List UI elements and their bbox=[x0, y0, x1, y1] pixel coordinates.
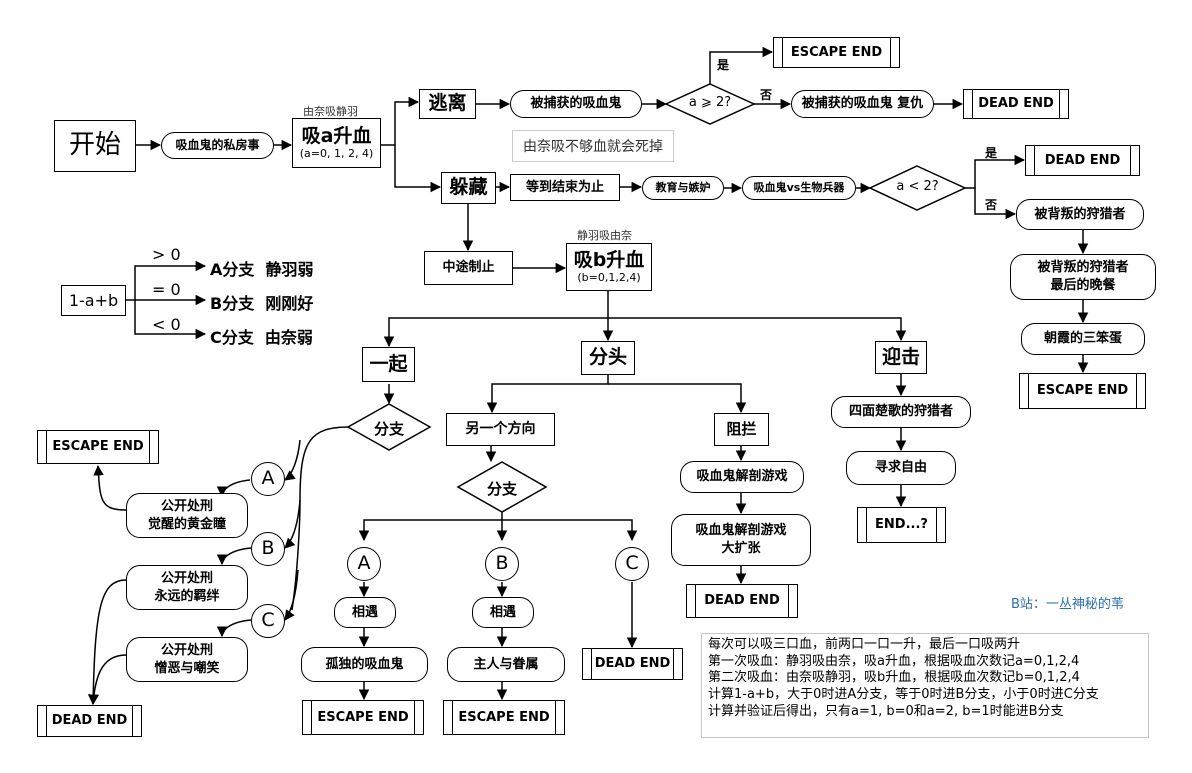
rules-note: 每次可以吸三口血，前两口一口一升，最后一口吸两升 第一次吸血：静羽吸由奈，吸a升… bbox=[701, 633, 1149, 738]
b-up-values: (b=0,1,2,4) bbox=[577, 270, 641, 284]
master-servant-node: 主人与眷属 bbox=[447, 647, 565, 682]
circle-c-left: C bbox=[251, 604, 285, 638]
legend-branch-b: B分支 刚刚好 bbox=[210, 294, 314, 313]
yes-label-1: 是 bbox=[717, 58, 730, 72]
besieged-hunter-node: 四面楚歌的狩猎者 bbox=[831, 396, 971, 428]
halt-node: 中途制止 bbox=[424, 251, 513, 285]
no-label-2: 否 bbox=[985, 198, 998, 212]
credit-label: B站：一丛神秘的苇 bbox=[1011, 597, 1124, 612]
execution-bond-node: 公开处刑 永远的羁绊 bbox=[126, 565, 248, 610]
formula-box: 1-a+b bbox=[61, 285, 126, 316]
branch-middle-label: 分支 bbox=[486, 480, 517, 498]
escape-node: 逃离 bbox=[419, 89, 476, 119]
legend-branch-a: A分支 静羽弱 bbox=[210, 260, 314, 279]
legend-branch-c: C分支 由奈弱 bbox=[210, 328, 313, 347]
block-node: 阻拦 bbox=[714, 413, 769, 446]
meet-a-node: 相遇 bbox=[334, 597, 396, 628]
betrayed-supper-node: 被背叛的狩猎者 最后的晚餐 bbox=[1010, 254, 1156, 300]
end-question-node: END...? bbox=[857, 507, 946, 543]
dissection-extended-node: 吸血鬼解剖游戏 大扩张 bbox=[671, 514, 811, 566]
morning-fools-node: 朝霞的三笨蛋 bbox=[1021, 323, 1145, 355]
yes-label-2: 是 bbox=[985, 146, 998, 160]
dead-end-1: DEAD END bbox=[963, 89, 1069, 119]
a-up-caption: 由奈吸静羽 bbox=[303, 105, 358, 118]
rule-line: 第一次吸血：静羽吸由奈，吸a升血，根据吸血次数记a=0,1,2,4 bbox=[708, 653, 1080, 669]
b-up-node: 吸b升血 (b=0,1,2,4) bbox=[566, 243, 652, 291]
execution-hatred-node: 公开处刑 憎恶与嘲笑 bbox=[126, 637, 248, 682]
confront-node: 迎击 bbox=[875, 341, 927, 374]
hide-node: 躲藏 bbox=[441, 172, 496, 204]
captured-vampire-node: 被捕获的吸血鬼 bbox=[510, 90, 642, 118]
no-label-1: 否 bbox=[760, 88, 773, 102]
a-up-node: 吸a升血 (a=0, 1, 2, 4) bbox=[292, 118, 381, 168]
meet-b-node: 相遇 bbox=[472, 597, 534, 628]
lt-zero-label: < 0 bbox=[152, 315, 181, 334]
b-up-title: 吸b升血 bbox=[573, 248, 645, 271]
seek-freedom-node: 寻求自由 bbox=[846, 451, 956, 485]
dead-end-2: DEAD END bbox=[1025, 145, 1140, 176]
decision-branch-left bbox=[346, 403, 432, 451]
together-node: 一起 bbox=[362, 347, 415, 382]
execution-golden-node: 公开处刑 觉醒的黄金瞳 bbox=[126, 493, 248, 538]
circle-c-mid: C bbox=[615, 547, 649, 581]
a-up-values: (a=0, 1, 2, 4) bbox=[299, 146, 374, 160]
dissection-node: 吸血鬼解剖游戏 bbox=[680, 461, 804, 493]
escape-end-4: ESCAPE END bbox=[302, 700, 424, 735]
betrayed-hunter-node: 被背叛的狩猎者 bbox=[1016, 199, 1144, 230]
a-lt-2-label: a < 2? bbox=[896, 179, 939, 194]
start-node: 开始 bbox=[54, 120, 136, 172]
decision-branch-middle bbox=[456, 461, 548, 513]
private-affair-node: 吸血鬼的私房事 bbox=[161, 132, 274, 159]
lonely-vampire-node: 孤独的吸血鬼 bbox=[301, 647, 428, 682]
escape-end-3: ESCAPE END bbox=[37, 430, 159, 464]
b-up-caption: 静羽吸由奈 bbox=[577, 229, 632, 242]
dead-end-3: DEAD END bbox=[37, 705, 142, 737]
circle-a-mid: A bbox=[347, 547, 381, 581]
circle-b-mid: B bbox=[485, 547, 519, 581]
circle-b-left: B bbox=[251, 532, 285, 566]
dead-end-4: DEAD END bbox=[582, 648, 683, 680]
eq-zero-label: = 0 bbox=[152, 280, 181, 299]
circle-a-left: A bbox=[251, 462, 285, 496]
rule-line: 每次可以吸三口血，前两口一口一升，最后一口吸两升 bbox=[708, 637, 1021, 652]
dead-end-5: DEAD END bbox=[686, 584, 798, 618]
other-direction-node: 另一个方向 bbox=[446, 413, 555, 446]
a-up-title: 吸a升血 bbox=[301, 124, 372, 147]
rule-line: 计算1-a+b，大于0时进A分支，等于0时进B分支，小于0时进C分支 bbox=[708, 686, 1099, 702]
escape-end-2: ESCAPE END bbox=[1019, 373, 1146, 409]
rule-line: 计算并验证后得出，只有a=1, b=0和a=2, b=1时能进B分支 bbox=[708, 703, 1064, 719]
bioweapon-node: 吸血鬼vs生物兵器 bbox=[742, 176, 856, 200]
escape-end-5: ESCAPE END bbox=[443, 700, 565, 735]
gt-zero-label: > 0 bbox=[152, 245, 181, 264]
decision-a-lt-2 bbox=[868, 165, 967, 211]
a-ge-2-label: a ⩾ 2? bbox=[688, 95, 732, 110]
escape-end-1: ESCAPE END bbox=[773, 37, 900, 68]
rule-line: 第二次吸血：由奈吸静羽，吸b升血，根据吸血次数记b=0,1,2,4 bbox=[708, 670, 1080, 686]
branch-left-label: 分支 bbox=[373, 420, 404, 438]
split-node: 分头 bbox=[581, 341, 635, 375]
decision-a-ge-2 bbox=[664, 83, 756, 125]
education-node: 教育与嫉妒 bbox=[642, 176, 724, 200]
captured-revenge-node: 被捕获的吸血鬼 复仇 bbox=[791, 90, 934, 118]
wait-node: 等到结束为止 bbox=[510, 174, 620, 201]
yuna-note: 由奈吸不够血就会死掉 bbox=[512, 130, 674, 162]
